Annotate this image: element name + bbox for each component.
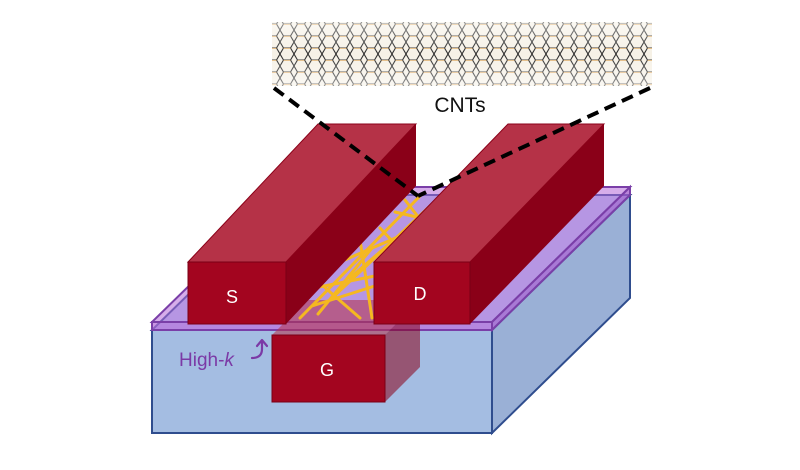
drain-electrode	[372, 123, 606, 325]
source-electrode	[186, 123, 418, 325]
cnt-network	[298, 194, 442, 320]
drain-front	[373, 261, 471, 325]
curved-arrow-up-icon	[250, 338, 269, 360]
source-front	[187, 261, 287, 325]
zoom-lines	[272, 86, 651, 198]
nanotube-illustration	[272, 22, 652, 86]
gate-label: G	[320, 360, 334, 380]
cnts-label: CNTs	[434, 94, 485, 117]
drain-side	[470, 124, 604, 324]
gate-front	[271, 334, 386, 403]
source-side	[286, 124, 416, 324]
source-label: S	[226, 287, 238, 307]
high-k-label: High-k	[179, 350, 235, 371]
zoom-line-left	[272, 86, 420, 198]
drain-label: D	[414, 284, 427, 304]
zoom-line-right	[417, 86, 651, 198]
